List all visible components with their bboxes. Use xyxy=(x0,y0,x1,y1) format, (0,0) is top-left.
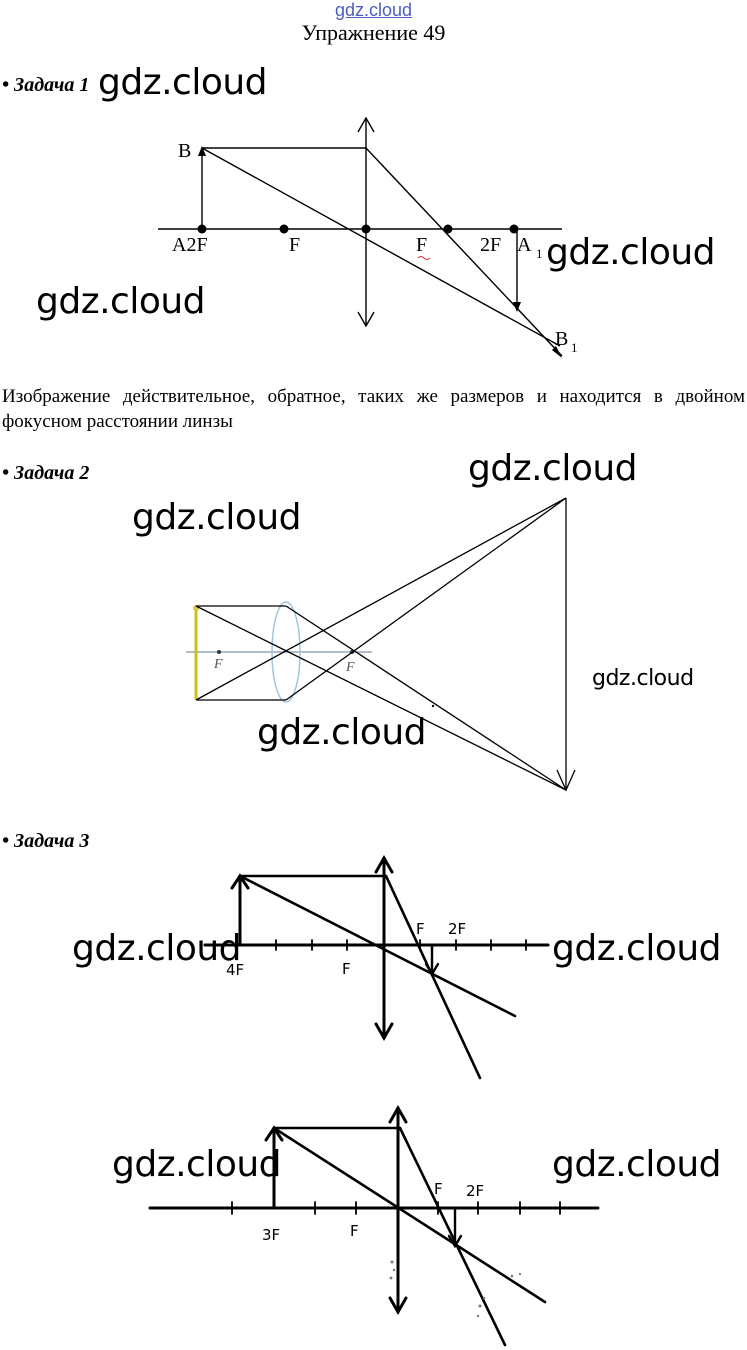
lens-arrow-top xyxy=(388,1104,408,1124)
page-title: Упражнение 49 xyxy=(301,20,446,45)
lens-arrow-bottom xyxy=(388,1296,408,1316)
watermark: gdz.cloud xyxy=(72,928,242,969)
ray-top-center xyxy=(195,605,567,791)
point-center xyxy=(361,224,371,234)
ray-center xyxy=(238,874,517,1018)
task3-heading: • Задача 3 xyxy=(2,830,89,853)
label-A1: A xyxy=(517,234,532,256)
ray-center xyxy=(201,147,561,347)
label-4F: 4F xyxy=(226,961,244,979)
ray-center xyxy=(272,1126,547,1304)
label-A1-sub: 1 xyxy=(536,246,543,261)
watermark: gdz.cloud xyxy=(546,232,716,273)
task1-heading: • Задача 1 xyxy=(2,74,89,97)
lens-arrow-top xyxy=(357,116,375,133)
label-F-left: F xyxy=(289,234,300,256)
watermark: gdz.cloud xyxy=(257,712,427,753)
task3-label: Задача 3 xyxy=(14,830,90,852)
lens-arrow-top xyxy=(374,854,394,874)
bullet: • xyxy=(2,830,10,852)
label-2F: 2F xyxy=(448,920,466,938)
label-F-left: F xyxy=(342,960,351,978)
object-arrowhead xyxy=(198,146,206,156)
watermark: gdz.cloud xyxy=(98,62,268,103)
watermark: gdz.cloud xyxy=(132,497,302,538)
lens xyxy=(271,601,301,703)
ray-top-refracted xyxy=(285,605,567,791)
image-arrowhead xyxy=(556,769,576,792)
watermark: gdz.cloud xyxy=(36,281,206,322)
spellcheck-squiggle xyxy=(417,256,431,260)
watermark: gdz.cloud xyxy=(592,666,694,691)
bullet: • xyxy=(2,462,10,484)
label-F-right: F xyxy=(345,660,355,675)
point-F-right xyxy=(443,224,453,234)
label-F-right: F xyxy=(434,1180,443,1198)
ray-arrowhead xyxy=(552,346,562,358)
lens-arrow-bottom xyxy=(374,1022,394,1042)
image-arrowhead xyxy=(513,302,521,312)
ray-bottom-refracted xyxy=(285,497,567,701)
point-F-left xyxy=(217,650,221,654)
label-B1-sub: 1 xyxy=(571,340,578,355)
watermark: gdz.cloud xyxy=(552,1144,722,1185)
task1-label: Задача 1 xyxy=(14,74,90,96)
label-F-right: F xyxy=(416,234,427,256)
task2-heading: • Задача 2 xyxy=(2,462,89,485)
label-F-left: F xyxy=(213,657,223,672)
image-arrowhead xyxy=(424,962,440,977)
label-B: B xyxy=(178,140,191,162)
task2-label: Задача 2 xyxy=(14,462,90,484)
axis-ticks xyxy=(275,939,527,951)
watermark: gdz.cloud xyxy=(552,928,722,969)
label-2F: 2F xyxy=(480,234,501,256)
ray-refracted xyxy=(398,1126,507,1347)
watermark: gdz.cloud xyxy=(468,448,638,489)
watermark: gdz.cloud xyxy=(112,1144,282,1185)
label-F-left: F xyxy=(350,1222,359,1240)
lens-arrow-bottom xyxy=(357,311,375,328)
label-3F: 3F xyxy=(262,1226,280,1244)
ray-refracted xyxy=(365,147,563,357)
label-A2F: A2F xyxy=(172,234,208,256)
site-link[interactable]: gdz.cloud xyxy=(334,0,413,20)
bullet: • xyxy=(2,74,10,96)
task1-description: Изображение действительное, обратное, та… xyxy=(2,386,745,432)
label-2F: 2F xyxy=(466,1182,484,1200)
ray-bottom-center xyxy=(195,497,567,701)
point-F-left xyxy=(279,224,289,234)
point-2F-right xyxy=(509,224,519,234)
stray-dot xyxy=(431,704,435,708)
image-arrowhead xyxy=(447,1234,463,1249)
point-2F-left xyxy=(197,224,207,234)
label-F-right: F xyxy=(416,920,425,938)
label-B1: B xyxy=(555,328,568,350)
ray-refracted xyxy=(384,874,482,1080)
scan-noise xyxy=(389,1260,522,1318)
